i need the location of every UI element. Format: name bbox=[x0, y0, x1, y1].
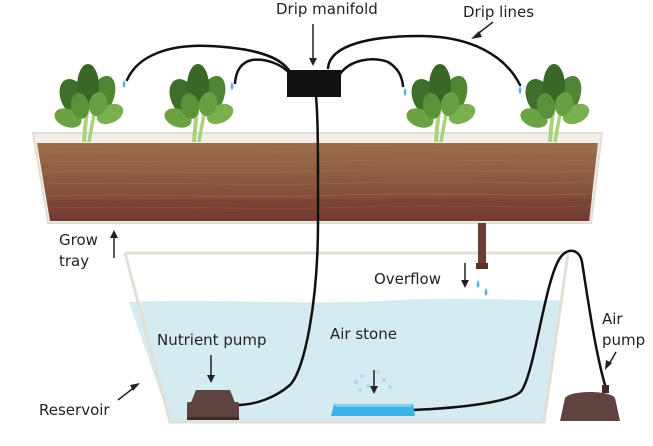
arrow-nutrient-pump bbox=[207, 355, 215, 383]
label-nutrient-pump: Nutrient pump bbox=[157, 331, 267, 349]
droplet-icon bbox=[484, 288, 488, 296]
drip-manifold bbox=[287, 70, 341, 97]
plant-icon bbox=[159, 62, 239, 144]
label-air-stone: Air stone bbox=[330, 325, 397, 343]
plants bbox=[54, 62, 595, 144]
reservoir-wall bbox=[123, 252, 570, 424]
arrow-drip-lines bbox=[471, 21, 494, 39]
arrow-drip-manifold bbox=[309, 24, 317, 66]
plant-icon bbox=[54, 64, 124, 143]
nutrient-pump bbox=[187, 390, 239, 420]
drip-line-1 bbox=[125, 44, 292, 82]
droplet-icon bbox=[518, 86, 522, 94]
arrow-air-stone bbox=[370, 370, 378, 394]
arrow-air-pump bbox=[605, 351, 617, 370]
overflow-droplets bbox=[476, 280, 488, 296]
droplet-icon bbox=[122, 80, 126, 88]
droplet-icon bbox=[476, 280, 480, 288]
tubing bbox=[125, 34, 607, 412]
label-grow-tray-line1: Grow bbox=[59, 231, 98, 249]
drip-line-2 bbox=[233, 58, 292, 85]
main-feed-tube bbox=[234, 94, 320, 407]
drip-line-4 bbox=[326, 34, 522, 87]
label-reservoir: Reservoir bbox=[39, 401, 110, 419]
reservoir bbox=[123, 251, 570, 424]
air-stone bbox=[331, 370, 415, 416]
plant-icon bbox=[401, 62, 481, 144]
drip-droplets bbox=[122, 80, 522, 96]
air-pump bbox=[560, 385, 620, 421]
air-line-tube bbox=[410, 249, 607, 412]
soil-bands bbox=[48, 198, 592, 221]
pointer-arrows bbox=[110, 21, 617, 401]
label-drip-lines: Drip lines bbox=[463, 3, 535, 21]
label-overflow: Overflow bbox=[374, 270, 441, 288]
reservoir-water bbox=[129, 298, 563, 421]
label-drip-manifold: Drip manifold bbox=[276, 0, 378, 18]
plant-icon bbox=[515, 62, 595, 144]
droplet-icon bbox=[403, 88, 407, 96]
arrow-grow-tray bbox=[110, 230, 118, 258]
label-grow-tray-line2: tray bbox=[59, 252, 90, 270]
arrow-reservoir bbox=[117, 383, 140, 401]
drip-line-3 bbox=[338, 58, 405, 88]
soil-texture bbox=[39, 149, 597, 209]
droplet-icon bbox=[230, 82, 234, 90]
arrow-overflow bbox=[461, 263, 469, 288]
label-air-pump-line2: pump bbox=[602, 331, 646, 349]
air-bubbles bbox=[353, 370, 392, 392]
label-air-pump-line1: Air bbox=[602, 310, 623, 328]
overflow-pipe bbox=[476, 223, 488, 269]
